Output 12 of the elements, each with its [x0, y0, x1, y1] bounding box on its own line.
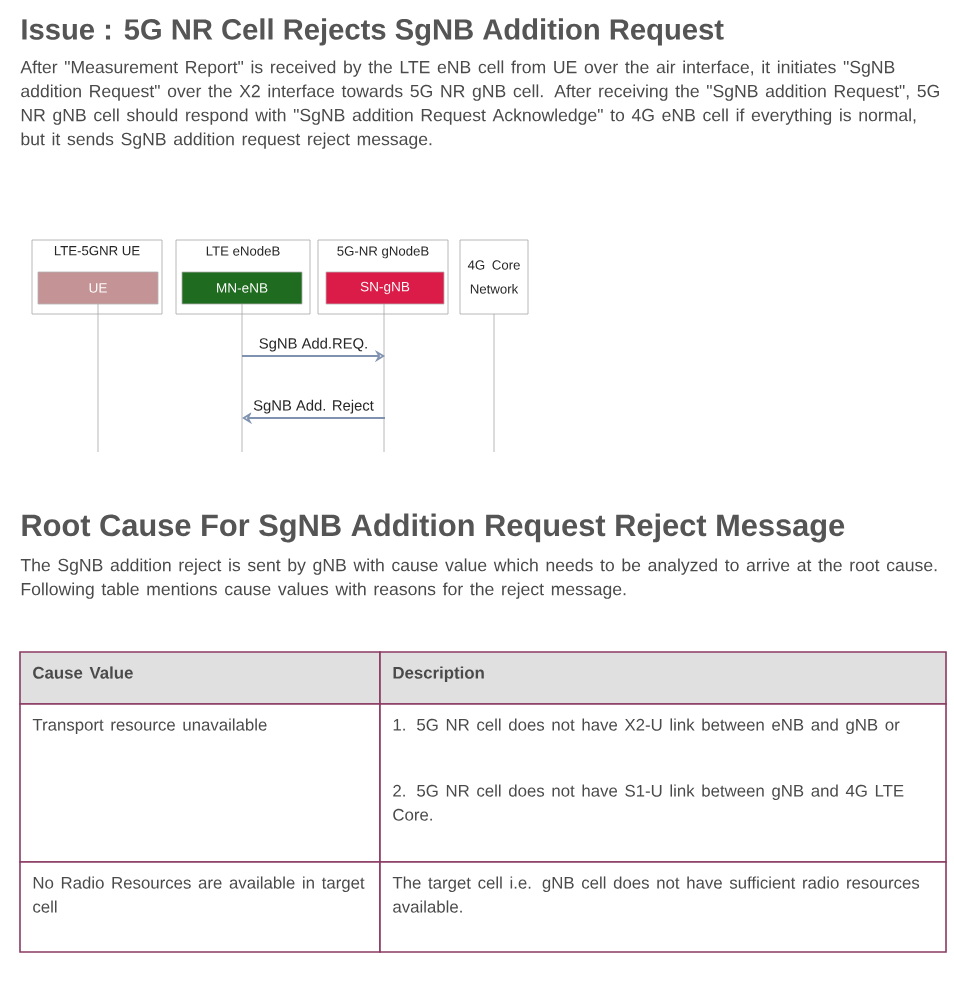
paragraph: The SgNB addition reject is sent by gNB with cause value which needs to be analyzed to arrive at the root cause. Following table mentions cause values with reasons for the reject message. — [20, 558, 937, 599]
heading: Issue : 5G NR Cell Rejects SgNB Addition Request — [22, 18, 724, 46]
table-cell: Cause Value — [19, 651, 381, 705]
heading: Root Cause For SgNB Addition Request Reject Message — [22, 513, 845, 543]
table-cell: The target cell i.e. gNB cell does not have sufficient radio resources available. — [379, 861, 947, 953]
label: 2. 5G NR cell does not have S1-U link between gNB and 4G LTE Core. — [393, 784, 904, 821]
table-cell: No Radio Resources are available in target cell — [19, 861, 381, 953]
table-cell: Description — [379, 651, 947, 705]
table-cell: 1. 5G NR cell does not have X2-U link between eNB and gNB or 2. 5G NR cell does not have S1-U link between gNB and 4G LTE Core. — [379, 703, 947, 863]
label: 1. 5G NR cell does not have X2-U link between eNB and gNB or — [393, 718, 900, 735]
paragraph: After "Measurement Report" is received by the LTE eNB cell from UE over the air interface, it initiates "SgNB addition Request" over the X2 interface towards 5G NR gNB cell. After receiving the "SgNB addition Request", 5G NR gNB cell should respond with "SgNB addition Request Acknowledge" to 4G eNB cell if everything is normal, but it sends SgNB addition request reject message. — [20, 60, 939, 149]
table-cell: Transport resource unavailable — [19, 703, 381, 863]
